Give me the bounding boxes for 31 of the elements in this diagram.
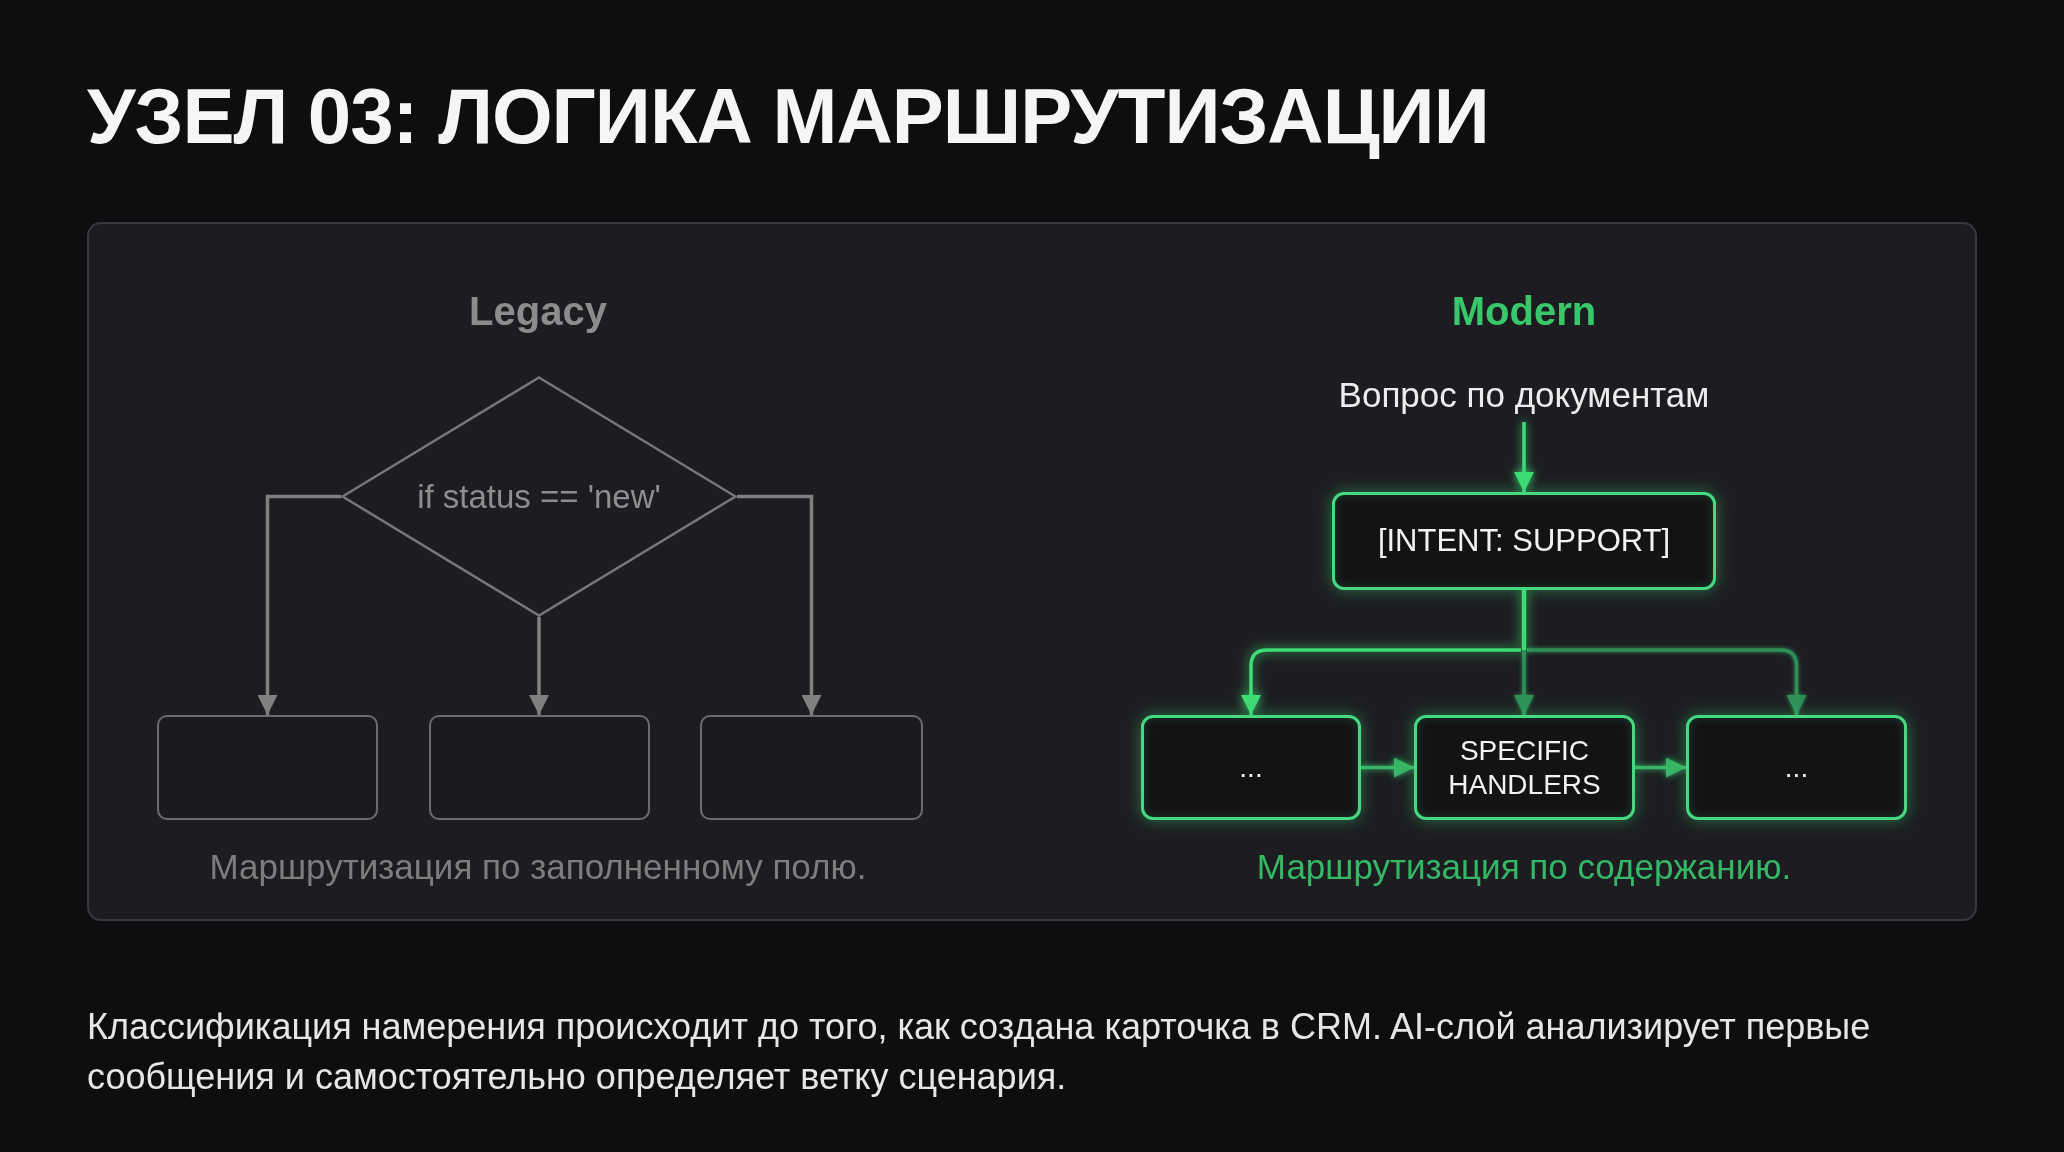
intent-box xyxy=(1332,492,1716,590)
handler-text: SPECIFIC HANDLERS xyxy=(1447,733,1602,802)
arrow xyxy=(1514,650,1534,715)
intent-text: [INTENT: SUPPORT] xyxy=(1377,522,1671,560)
arrow xyxy=(257,494,341,715)
arrow xyxy=(1635,757,1686,778)
query-text: Вопрос по документам xyxy=(1300,368,1748,422)
arrow xyxy=(529,617,549,715)
decision-diamond xyxy=(341,376,737,617)
section-heading: Legacy xyxy=(469,288,607,334)
connector-trunk xyxy=(1521,590,1527,650)
description-text: Классификация намерения происходит до того, как создана карточка в CRM. AI-слой анализирует первые сообщения и самостоятельно определяет ветку сценария. xyxy=(87,1005,1872,1099)
handler-box xyxy=(1414,715,1635,820)
empty-process-box xyxy=(700,715,923,820)
arrow xyxy=(1527,648,1807,715)
section-heading: Modern xyxy=(1451,288,1597,334)
caption-text: Маршрутизация по заполненному полю. xyxy=(209,847,867,887)
slide-title: УЗЕЛ 03: ЛОГИКА МАРШРУТИЗАЦИИ xyxy=(87,74,1489,160)
condition-text: if status == 'new' xyxy=(417,476,661,517)
handler-box xyxy=(1686,715,1907,820)
caption-text: Маршрутизация по содержанию. xyxy=(1256,847,1792,887)
arrow xyxy=(1361,757,1414,778)
ellipsis-text: ... xyxy=(1239,750,1263,785)
comparison-panel xyxy=(87,222,1977,921)
empty-process-box xyxy=(157,715,378,820)
arrow xyxy=(1241,648,1521,715)
empty-process-box xyxy=(429,715,650,820)
ellipsis-text: ... xyxy=(1784,750,1809,785)
arrow xyxy=(1514,422,1534,492)
handler-box xyxy=(1141,715,1361,820)
arrow xyxy=(737,494,822,715)
